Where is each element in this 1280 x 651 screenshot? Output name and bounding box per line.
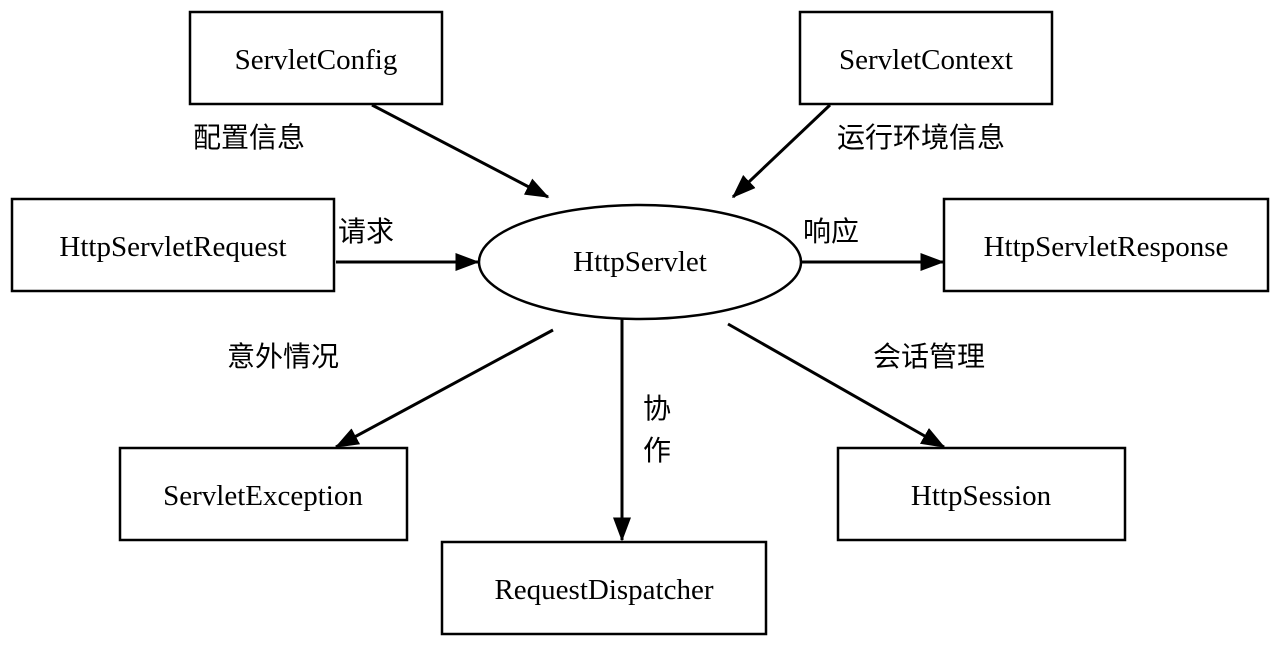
node-requestdispatcher: RequestDispatcher — [440, 540, 768, 636]
node-servletexception: ServletException — [118, 446, 409, 542]
node-servletconfig: ServletConfig — [188, 10, 444, 106]
edge-label-response: 响应 — [803, 215, 859, 248]
node-httpservletresponse: HttpServletResponse — [942, 197, 1270, 293]
httpservletrequest-label: HttpServletRequest — [59, 231, 286, 263]
edge-label-request: 请求 — [338, 215, 394, 248]
edge-labels: 配置信息 运行环境信息 请求 响应 意外情况 协 作 会话管理 — [193, 121, 1005, 467]
center-node: HttpServlet — [477, 203, 803, 321]
httpsession-label: HttpSession — [911, 480, 1052, 512]
edge-servletconfig-to-httpservlet — [371, 103, 550, 199]
edge-label-runtime-env-info: 运行环境信息 — [837, 121, 1005, 154]
edge-label-collaboration-2: 作 — [643, 434, 671, 467]
httpservlet-label: HttpServlet — [573, 246, 707, 278]
httpservlet-ellipse — [477, 203, 803, 321]
servletcontext-label: ServletContext — [839, 44, 1013, 76]
edge-servletcontext-to-httpservlet — [731, 103, 832, 199]
node-httpservletrequest: HttpServletRequest — [10, 197, 336, 293]
servletexception-label: ServletException — [163, 480, 363, 512]
servletconfig-label: ServletConfig — [235, 44, 398, 76]
requestdispatcher-label: RequestDispatcher — [494, 574, 713, 606]
edge-httpservlet-to-servletexception — [334, 328, 554, 449]
edges — [334, 103, 946, 542]
node-servletcontext: ServletContext — [798, 10, 1054, 106]
edge-label-collaboration-1: 协 — [643, 392, 671, 425]
edge-label-session-management: 会话管理 — [873, 340, 985, 373]
edge-label-config-info: 配置信息 — [193, 121, 305, 154]
edge-httpservlet-to-httpsession — [727, 322, 946, 449]
httpservletresponse-label: HttpServletResponse — [984, 231, 1229, 263]
edge-label-exception: 意外情况 — [227, 340, 339, 373]
node-httpsession: HttpSession — [836, 446, 1127, 542]
